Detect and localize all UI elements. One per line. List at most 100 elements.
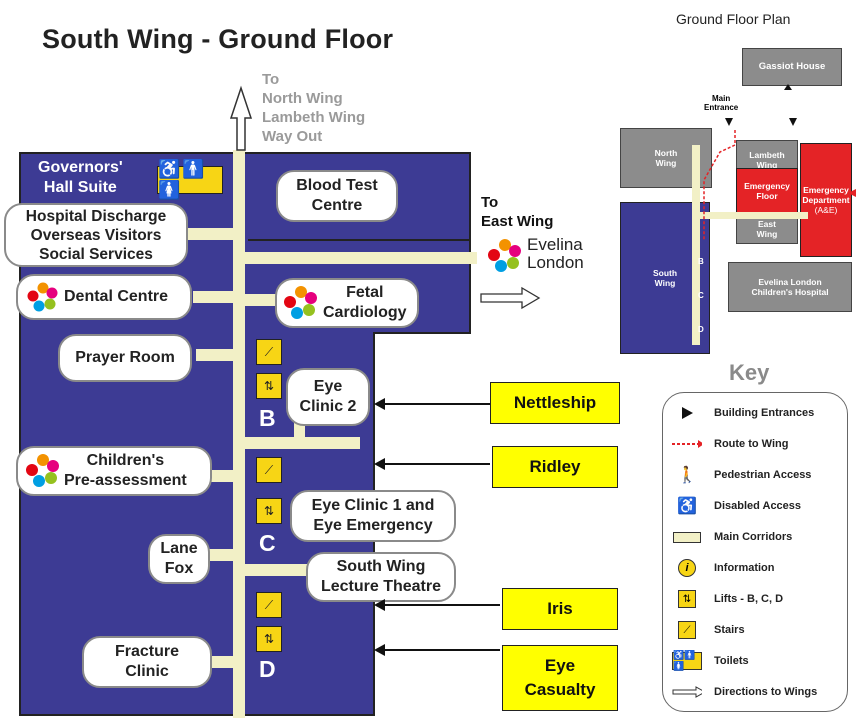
- plan-lift-letter: D: [698, 325, 704, 334]
- corridor-lanefox: [208, 549, 238, 561]
- key-item: Information: [714, 562, 775, 574]
- dental-centre[interactable]: Dental Centre: [16, 274, 192, 320]
- corridor-fracture: [210, 656, 238, 668]
- plan-entrance-marker: [725, 118, 733, 126]
- corridor-children: [206, 470, 238, 482]
- toilets-icon: ♿🚹🚺: [672, 650, 702, 671]
- key-box: [662, 392, 848, 712]
- direction-arrow-icon: [672, 683, 702, 701]
- key-item: Building Entrances: [714, 407, 815, 419]
- plan-gassiot-house[interactable]: Gassiot House: [742, 48, 842, 86]
- plan-lift-letter: C: [698, 291, 704, 300]
- corridor-fetal: [240, 294, 280, 306]
- stairs-icon: ⟋: [672, 621, 702, 639]
- corridor-cross-stub: [294, 423, 305, 449]
- corridor-lecture: [240, 564, 310, 576]
- plan-corridor: [692, 145, 700, 345]
- ward-arrowhead: [374, 398, 385, 410]
- plan-line: Children's Hospital: [751, 287, 829, 297]
- corridor-icon: [672, 528, 702, 546]
- plan-line: Floor: [756, 191, 778, 201]
- room-line: South Wing: [336, 558, 426, 575]
- ward-nettleship[interactable]: Nettleship: [490, 382, 620, 424]
- page-title: South Wing - Ground Floor: [42, 24, 394, 54]
- plan-line: Entrance: [704, 103, 739, 112]
- plan-ae-entrance: [848, 189, 856, 197]
- room-line: Eye Emergency: [313, 517, 433, 534]
- ward-arrowhead: [374, 644, 385, 656]
- to-east-line: To: [481, 194, 499, 211]
- to-north-line: Way Out: [262, 128, 323, 145]
- ward-arrow-line: [384, 649, 500, 651]
- plan-line: Wing: [655, 158, 677, 168]
- plan-corridor: [698, 212, 808, 219]
- ward-iris[interactable]: Iris: [502, 588, 618, 630]
- lift-icon: ⇅: [256, 626, 282, 652]
- plan-line: Emergency: [744, 181, 790, 191]
- corridor-dental: [193, 291, 238, 303]
- ward-ridley[interactable]: Ridley: [492, 446, 618, 488]
- route-icon: [672, 435, 702, 453]
- evelina-logo: Evelina London: [485, 236, 595, 276]
- evelina-word: Evelina: [527, 235, 583, 254]
- lift-d-label: D: [259, 656, 276, 682]
- prayer-room[interactable]: Prayer Room: [58, 334, 192, 382]
- corridor-prayer: [196, 349, 238, 361]
- evelina-flower-icon: [284, 286, 317, 319]
- plan-line: Department: [802, 195, 850, 205]
- evelina-name: Evelina London: [527, 236, 584, 272]
- lift-icon: ⇅: [256, 373, 282, 399]
- ward-arrowhead: [374, 599, 385, 611]
- plan-entrance-marker: [789, 118, 797, 126]
- east-corridor: [233, 252, 477, 264]
- room-line: Centre: [311, 197, 363, 214]
- plan-line: South: [652, 268, 678, 278]
- stairs-icon: ⟋: [256, 457, 282, 483]
- plan-line: Lambeth: [749, 150, 785, 160]
- to-north-line: Lambeth Wing: [262, 109, 366, 126]
- to-north-line: North Wing: [262, 90, 343, 107]
- ward-arrow-line: [384, 463, 490, 465]
- room-line: Lane: [160, 540, 198, 557]
- room-line: Overseas Visitors: [30, 226, 162, 244]
- key-title: Key: [729, 360, 770, 385]
- pedestrian-icon: 🚶: [677, 467, 697, 484]
- corridor-discharge: [185, 228, 240, 240]
- north-arrow: [229, 85, 253, 151]
- wheelchair-icon: ♿: [677, 498, 697, 515]
- evelina-word: London: [527, 253, 584, 272]
- plan-route: [703, 130, 736, 240]
- key-item: Lifts - B, C, D: [714, 593, 784, 605]
- room-line: Blood Test: [296, 177, 378, 194]
- toilets-icon: ♿🚹🚺: [157, 159, 223, 200]
- ward-line: Eye: [544, 656, 576, 675]
- room-line: Pre-assessment: [64, 472, 187, 489]
- key-item: Disabled Access: [714, 500, 802, 512]
- plan-line: Emergency: [803, 185, 849, 195]
- plan-line: North: [654, 148, 678, 158]
- key-item: Directions to Wings: [714, 686, 818, 698]
- plan-overlay: [692, 84, 856, 345]
- plan-line: Evelina London: [758, 277, 822, 287]
- governors-line: Governors': [38, 159, 123, 176]
- to-east-line: East Wing: [481, 213, 554, 230]
- to-north-label: To North Wing Lambeth Wing Way Out: [262, 70, 365, 146]
- east-arrow: [480, 286, 541, 310]
- info-icon: i: [672, 559, 702, 577]
- room-line: Fracture: [114, 643, 180, 660]
- key-item: Route to Wing: [714, 438, 789, 450]
- lift-icon: ⇅: [256, 498, 282, 524]
